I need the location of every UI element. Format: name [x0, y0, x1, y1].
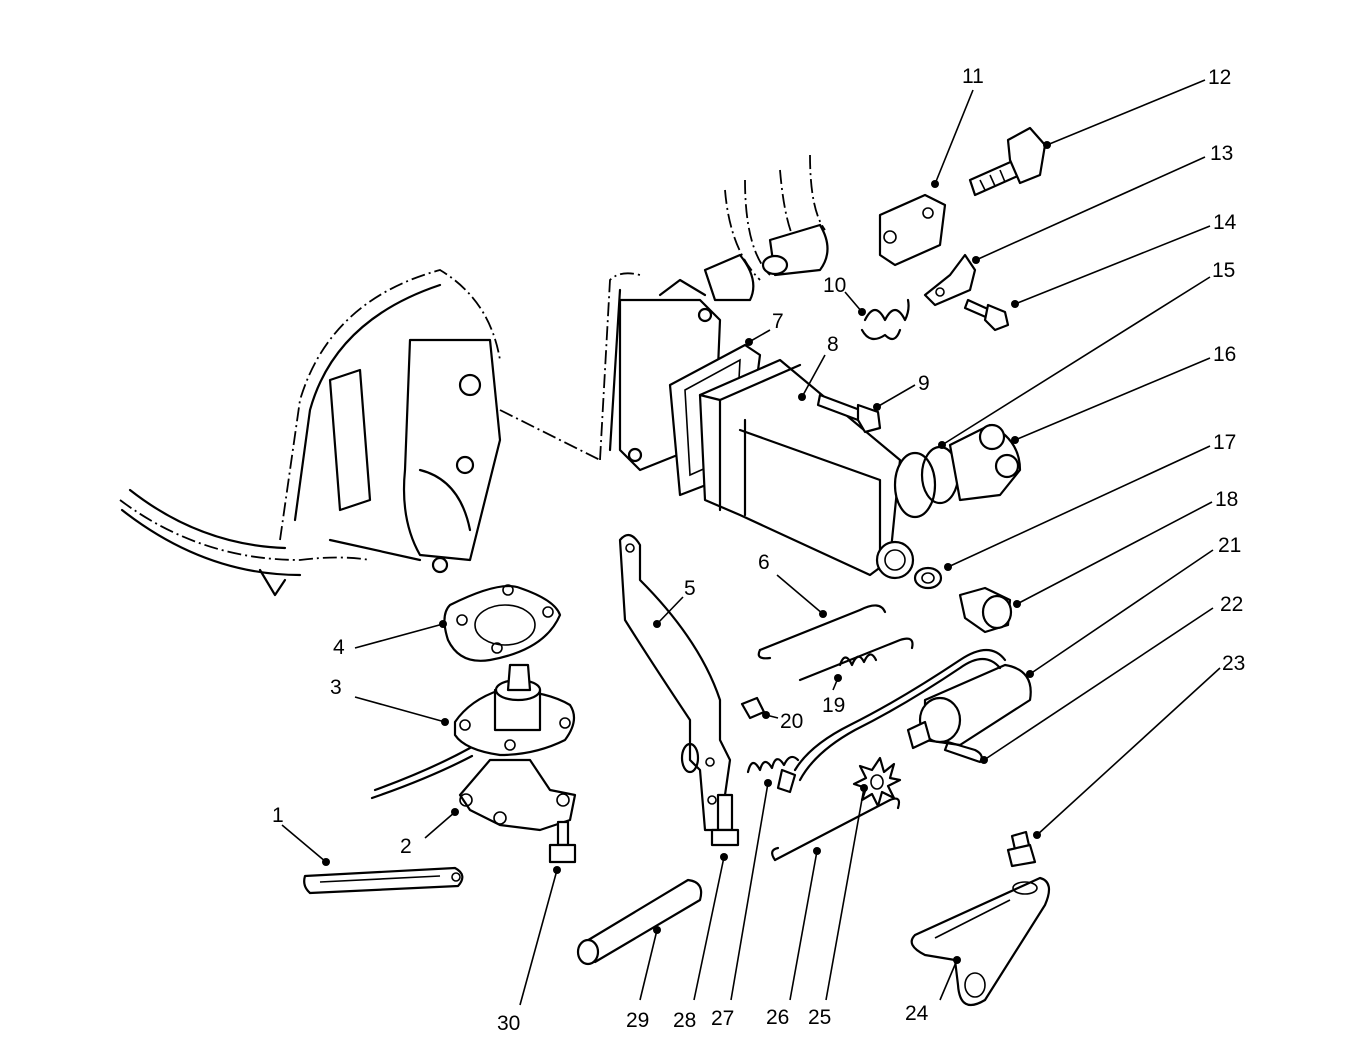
callout-3: 3: [330, 676, 342, 699]
part-25-star-washer: [852, 756, 902, 808]
part-4-gasket: [443, 584, 562, 662]
callout-9: 9: [918, 372, 930, 395]
part-11-bracket: [878, 193, 947, 267]
callout-24: 24: [905, 1002, 929, 1025]
engine-housing: [119, 269, 601, 597]
part-26-rod: [771, 797, 901, 862]
part-8-housing: [698, 358, 915, 580]
part-27-spring: [746, 755, 800, 774]
part-13-plate: [923, 253, 977, 307]
callout-19: 19: [822, 694, 845, 717]
callout-4: 4: [333, 636, 345, 659]
part-9-bolt: [816, 393, 882, 434]
callout-14: 14: [1213, 211, 1237, 234]
callout-11: 11: [962, 65, 984, 88]
part-22-cotter-pin: [943, 740, 983, 764]
callout-18: 18: [1215, 488, 1238, 511]
part-21-solenoid: [776, 648, 1032, 794]
part-10-spring: [860, 298, 910, 341]
part-5-lever: [618, 533, 732, 832]
part-30-screw: [548, 820, 577, 864]
callout-28: 28: [673, 1009, 696, 1032]
callout-5: 5: [684, 577, 696, 600]
callout-12: 12: [1208, 66, 1231, 89]
part-1-strap: [303, 866, 464, 895]
part-17-washer: [913, 566, 943, 590]
callout-21: 21: [1218, 534, 1241, 557]
part-28-bolt: [710, 793, 740, 847]
callout-27: 27: [711, 1007, 734, 1030]
callout-26: 26: [766, 1006, 789, 1029]
callout-20: 20: [780, 710, 803, 733]
callout-7: 7: [772, 310, 784, 333]
part-19-spring-rod: [798, 637, 914, 682]
callout-22: 22: [1220, 593, 1243, 616]
part-20-nut: [740, 696, 766, 720]
callout-30: 30: [497, 1012, 520, 1035]
callout-13: 13: [1210, 142, 1233, 165]
part-14-screw: [963, 298, 1010, 332]
callout-29: 29: [626, 1009, 649, 1032]
rear-housing: [599, 154, 829, 472]
part-3-pump: [370, 663, 577, 832]
callout-6: 6: [758, 551, 770, 574]
callout-25: 25: [808, 1006, 831, 1029]
callout-2: 2: [400, 835, 412, 858]
callout-labels: 1 2 3 4 5 6 7 8 9 10 11 12 13 14 15 16 1…: [272, 65, 1245, 1035]
leader-lines: [281, 79, 1221, 1006]
callout-1: 1: [272, 804, 284, 827]
callout-16: 16: [1213, 343, 1236, 366]
part-23-bolt: [1006, 830, 1037, 868]
part-15-16-assembly: [893, 423, 1022, 519]
callout-17: 17: [1213, 431, 1236, 454]
part-12-bolt: [968, 126, 1047, 197]
part-24-bracket: [910, 876, 1051, 1007]
callout-15: 15: [1212, 259, 1235, 282]
callout-8: 8: [827, 333, 839, 356]
part-6-rod: [757, 604, 887, 660]
callout-23: 23: [1222, 652, 1245, 675]
part-18-plug: [958, 586, 1013, 634]
part-29-tube: [576, 878, 703, 966]
callout-10: 10: [823, 274, 846, 297]
